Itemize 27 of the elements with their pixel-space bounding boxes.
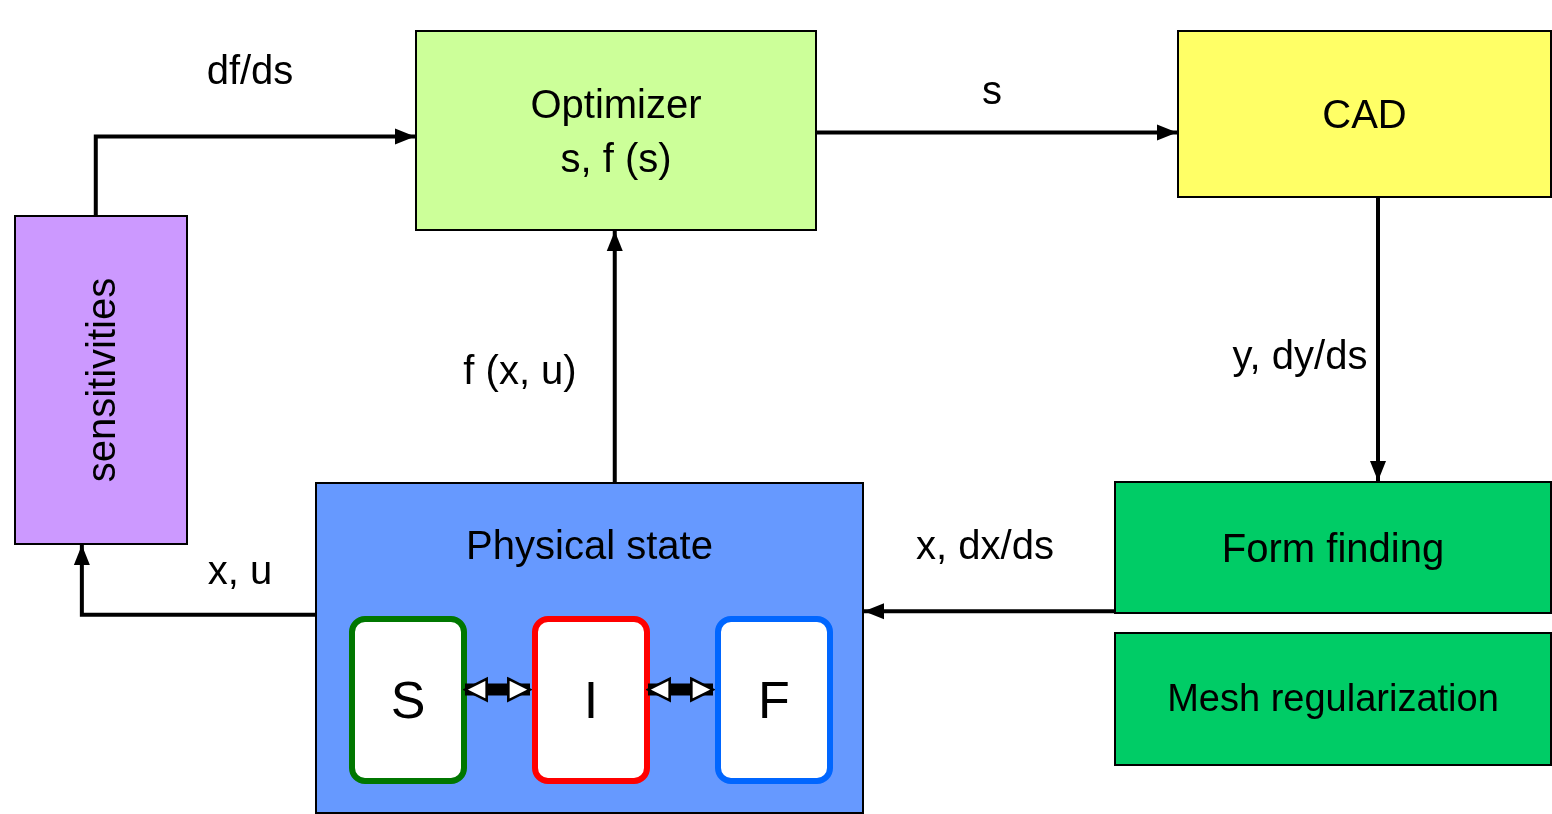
double-arrow (646, 677, 715, 702)
node-label: F (758, 669, 790, 731)
arrow (1370, 198, 1386, 481)
arrow (864, 603, 1114, 620)
arrow (93, 128, 415, 215)
process-box (415, 30, 817, 231)
process-box (14, 215, 188, 545)
node-label: CAD (1322, 91, 1407, 138)
node-label: s, f (s) (560, 134, 672, 182)
state-panel (315, 482, 864, 814)
node-label: Physical state (466, 522, 713, 569)
node-label: Form finding (1221, 524, 1445, 572)
component-box (532, 616, 650, 784)
arrow (817, 124, 1177, 141)
process-box (1177, 30, 1552, 198)
arrow (606, 231, 623, 482)
node-label: Optimizer (530, 80, 702, 128)
vertical-label: sensitivities (78, 277, 124, 483)
component-box (715, 616, 833, 784)
node-label: Mesh regularization (1167, 676, 1499, 722)
node-label: S (390, 669, 426, 731)
process-box (1114, 632, 1552, 766)
process-box (1114, 481, 1552, 614)
arrow (73, 545, 315, 617)
component-box (349, 616, 467, 784)
double-arrow (463, 677, 532, 702)
node-label: I (583, 669, 599, 731)
